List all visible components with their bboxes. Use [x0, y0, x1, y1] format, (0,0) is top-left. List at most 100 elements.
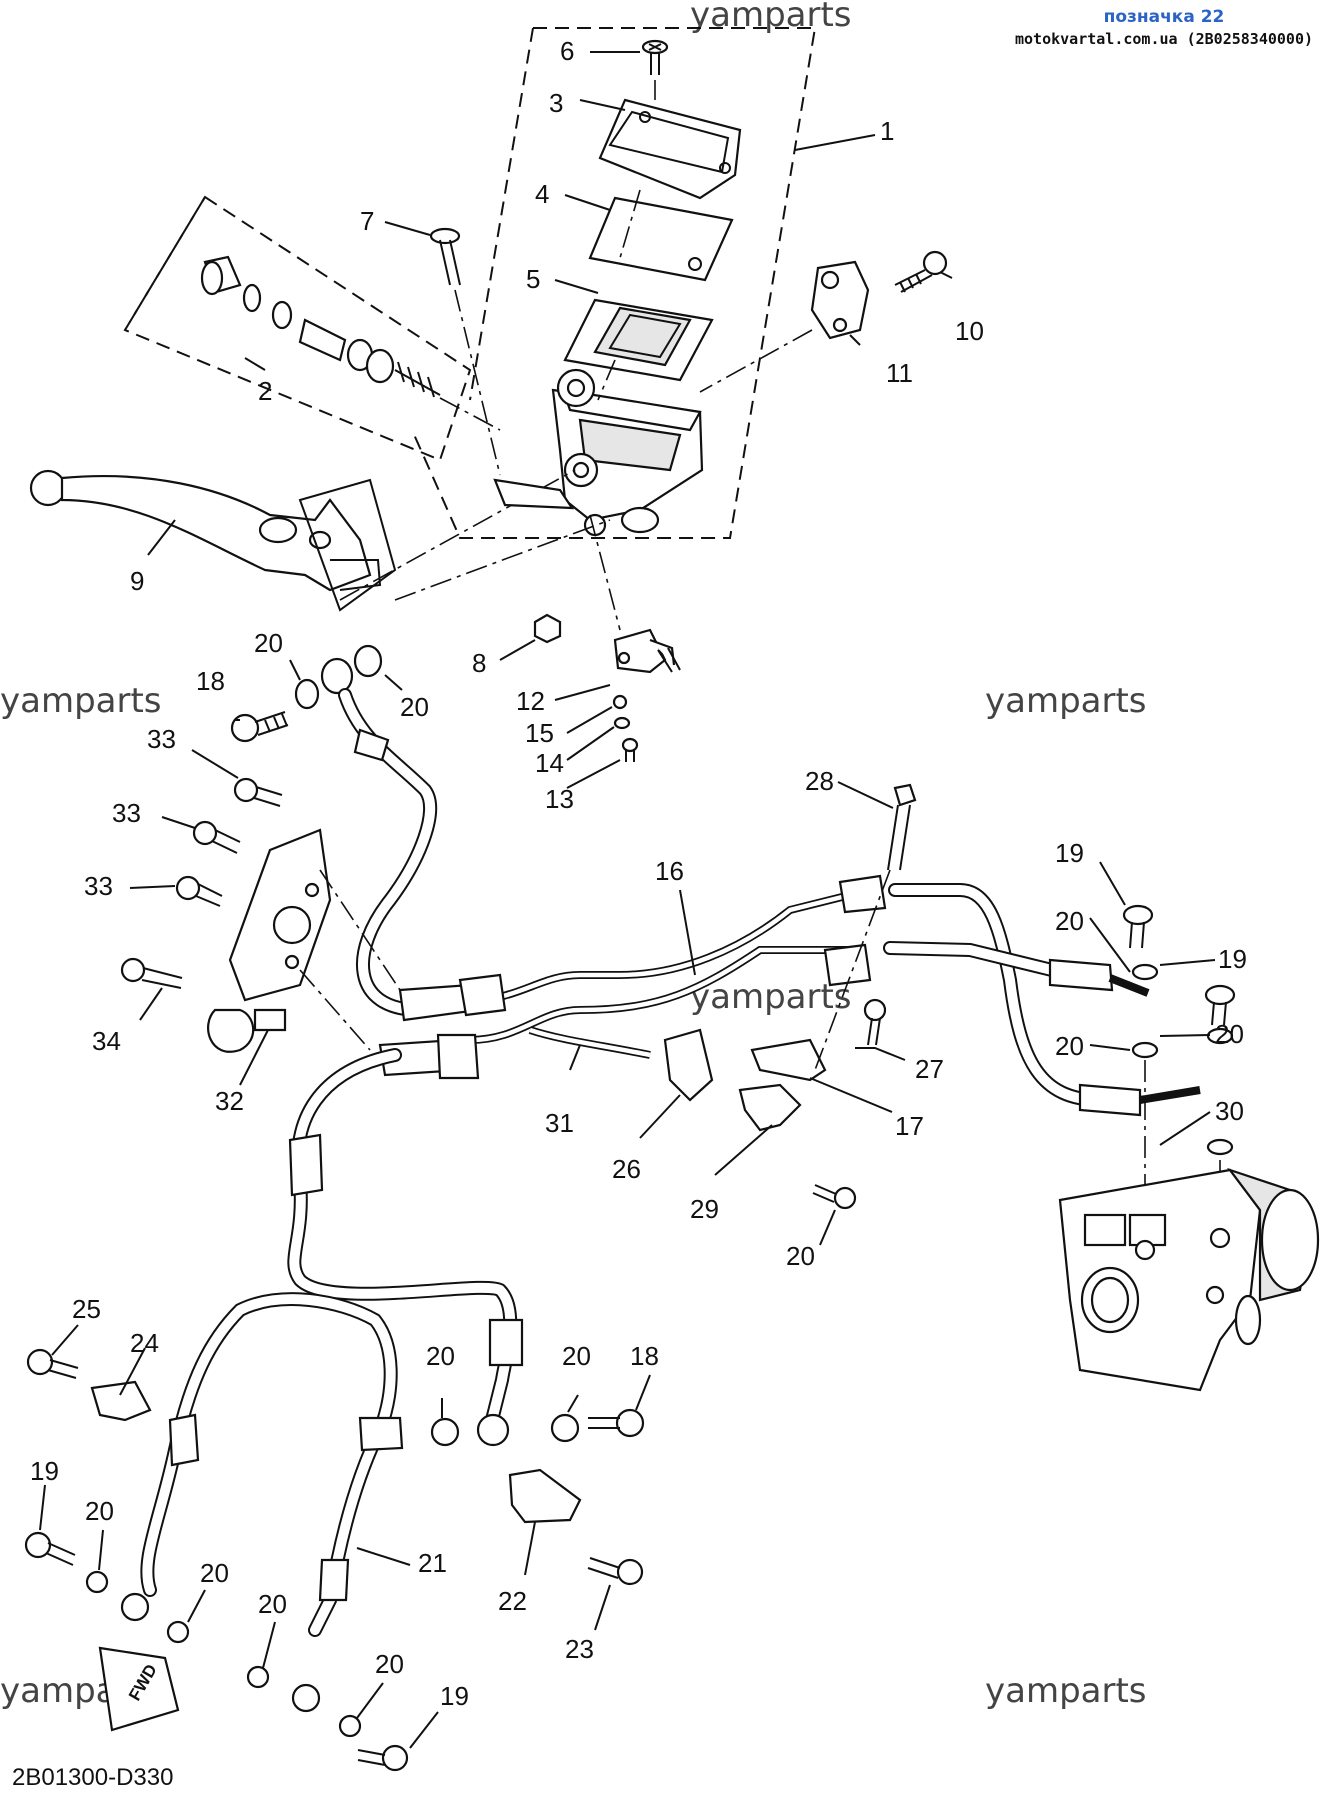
switch-washer: [613, 716, 631, 730]
callout: 11: [886, 358, 913, 388]
centerline: [699, 329, 813, 393]
master-cylinder-assembly-box: [411, 27, 817, 539]
banjo-bolt-upper: [230, 711, 289, 743]
callout: 19: [30, 1456, 59, 1486]
watermark: yamparts: [0, 681, 162, 721]
brake-hose-lower-long: [287, 1048, 524, 1427]
abs-hydraulic-unit: [1058, 1167, 1320, 1392]
master-cylinder-body: [551, 368, 704, 537]
callout: 18: [630, 1341, 659, 1371]
crush-washer: [550, 1413, 580, 1443]
bracket-bolt: [233, 777, 283, 807]
piston-kit: [200, 255, 441, 398]
callout: 14: [535, 748, 564, 778]
brake-pipe-16: [469, 891, 851, 1059]
diagram-code: 2B01300-D330: [12, 1764, 173, 1791]
brake-switch: [613, 628, 681, 674]
callout: 29: [690, 1194, 719, 1224]
callout: 21: [418, 1548, 447, 1578]
callout: 31: [545, 1108, 574, 1138]
callout: 20: [200, 1558, 229, 1588]
banjo-fitting: [320, 657, 354, 695]
clamp-bolt: [812, 1184, 857, 1210]
callout: 13: [545, 784, 574, 814]
crush-washer: [338, 1714, 362, 1738]
callout: 19: [1055, 838, 1084, 868]
callouts: 6 3 1 4 7 5 10 11 2 9 20 20 18 8 12 15 1…: [30, 36, 1247, 1711]
callout: 26: [612, 1154, 641, 1184]
callout: 10: [955, 316, 984, 346]
callout: 16: [655, 856, 684, 886]
crush-washer: [294, 678, 320, 710]
brake-hose-abs: [883, 883, 1201, 1117]
hose-clamp: [508, 1468, 582, 1524]
brake-hose-upper: [338, 688, 438, 1017]
callout: 27: [915, 1054, 944, 1084]
callout: 33: [112, 798, 141, 828]
centerline: [589, 514, 621, 631]
callout: 17: [895, 1111, 924, 1141]
pivot-bolt: [429, 227, 461, 286]
banjo-bolt-abs-1: [1122, 904, 1154, 949]
crush-washer: [1206, 1138, 1234, 1156]
callout: 20: [375, 1649, 404, 1679]
brake-lever: [29, 469, 382, 592]
callout: 7: [360, 206, 374, 236]
callout: 19: [440, 1681, 469, 1711]
bracket-bolt: [192, 820, 241, 854]
callout: 23: [565, 1634, 594, 1664]
centerline: [814, 869, 891, 1071]
watermark: yamparts: [690, 977, 852, 1017]
pipe-clamp: [750, 1038, 827, 1082]
callout: 28: [805, 766, 834, 796]
crush-washer: [166, 1620, 190, 1644]
callout: 20: [786, 1241, 815, 1271]
hose-clamp: [90, 1380, 152, 1422]
callout: 2: [258, 376, 272, 406]
cap-screw: [641, 39, 669, 75]
hose-bracket: [207, 828, 332, 1053]
watermark: yamparts: [690, 0, 852, 35]
callout: 3: [549, 88, 563, 118]
bracket-bolt: [175, 875, 223, 907]
centerline: [299, 869, 401, 1051]
callout: 20: [426, 1341, 455, 1371]
crush-washer: [353, 644, 383, 678]
watermark: yamparts: [985, 1671, 1147, 1711]
clamp-bolt: [863, 998, 887, 1046]
pipe-clamp: [738, 1083, 802, 1132]
crush-washer: [246, 1665, 270, 1689]
callout: 20: [1215, 1019, 1244, 1049]
clamp-bolt: [587, 1557, 644, 1586]
crush-washer: [430, 1417, 460, 1447]
centerline: [339, 469, 611, 601]
callout: 15: [525, 718, 554, 748]
bracket-bolt: [120, 957, 183, 989]
long-bolt: [887, 783, 917, 871]
watermark: yampa: [0, 1671, 117, 1711]
callout: 22: [498, 1586, 527, 1616]
diaphragm-holder: [588, 196, 734, 282]
crush-washer: [1131, 1041, 1159, 1059]
brake-hose-left: [140, 1292, 404, 1637]
callout: 5: [526, 264, 540, 294]
banjo-fitting: [291, 1683, 321, 1713]
header-subtitle: motokvartal.com.ua (2B0258340000): [1015, 30, 1313, 48]
callout: 20: [254, 628, 283, 658]
callout: 4: [535, 179, 549, 209]
centerline: [597, 80, 656, 401]
callout: 19: [1218, 944, 1247, 974]
callout: 25: [72, 1294, 101, 1324]
pipe-joints: [378, 874, 887, 1080]
callout: 33: [147, 724, 176, 754]
callout: 33: [84, 871, 113, 901]
clamp-bolt: [26, 1348, 79, 1379]
mirror-holder: [810, 260, 870, 340]
callout: 12: [516, 686, 545, 716]
switch-washer: [612, 694, 628, 710]
callout: 6: [560, 36, 574, 66]
callout: 34: [92, 1026, 121, 1056]
banjo-bolt-lower: [588, 1408, 645, 1438]
callout: 20: [1055, 906, 1084, 936]
callout: 30: [1215, 1096, 1244, 1126]
